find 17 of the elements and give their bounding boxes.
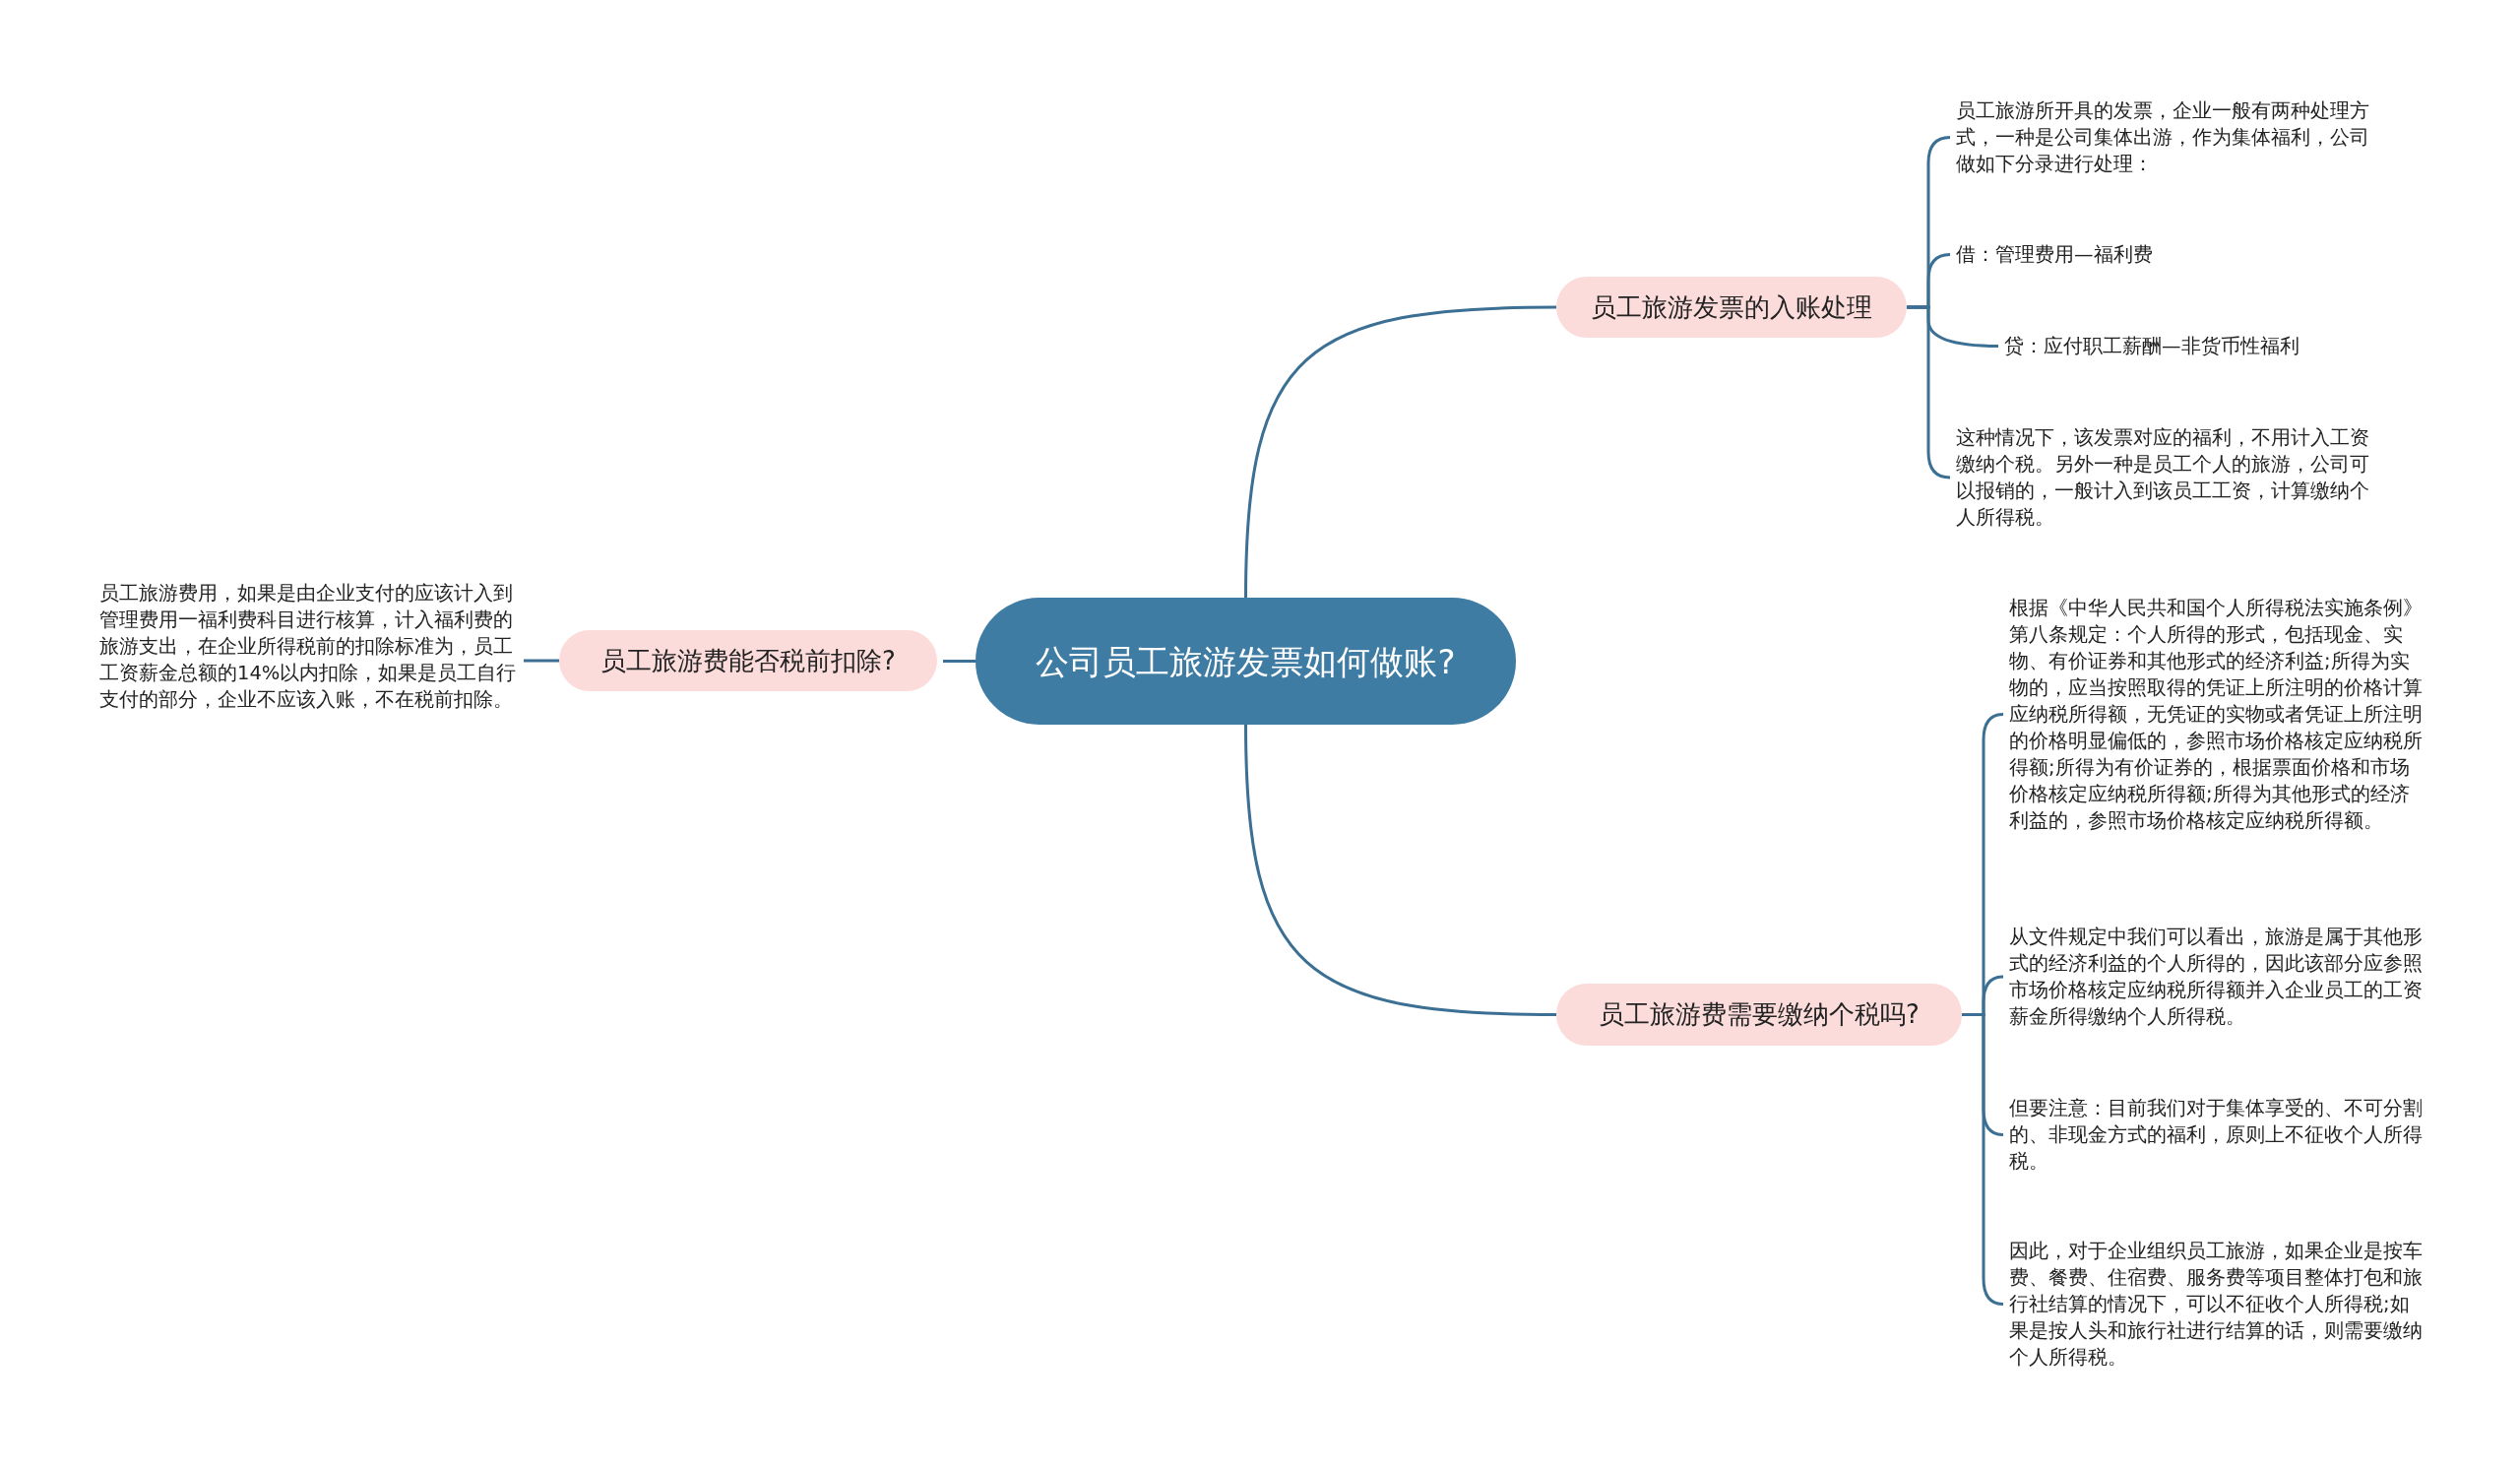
connector-line <box>1244 305 1557 599</box>
central-topic: 公司员工旅游发票如何做账? <box>976 598 1516 725</box>
topic-box: 员工旅游费能否税前扣除? <box>559 630 937 691</box>
note-text: 根据《中华人民共和国个人所得税法实施条例》第八条规定：个人所得的形式，包括现金、实物、有价证券和其他形式的经济利益;所得为实物的，应当按照取得的凭证上所注明的价格计算应纳税所得额，无凭证的实物或者凭证上所注明的价格明显偏低的，参照市场价格核定应纳税所得额;所得为有价证券的，根据票面价格和市场价格核定应纳税所得额;所得为其他形式的经济利益的，参照市场价格核定应纳税所得额。 <box>2009 595 2427 834</box>
topic-box: 员工旅游费需要缴纳个税吗? <box>1556 984 1962 1046</box>
note-text: 从文件规定中我们可以看出，旅游是属于其他形式的经济利益的个人所得的，因此该部分应参照市场价格核定应纳税所得额并入企业员工的工资薪金所得缴纳个人所得税。 <box>2009 924 2427 1030</box>
note-text: 但要注意：目前我们对于集体享受的、不可分割的、非现金方式的福利，原则上不征收个人所得税。 <box>2009 1095 2427 1175</box>
topic-box: 员工旅游发票的入账处理 <box>1556 277 1907 338</box>
connector-line <box>524 659 559 663</box>
connector-line <box>943 660 976 663</box>
note-text: 借：管理费用—福利费 <box>1956 241 2379 268</box>
note-text: 员工旅游费用，如果是由企业支付的应该计入到管理费用一福利费科目进行核算，计入福利费的旅游支出，在企业所得税前的扣除标准为，员工工资薪金总额的14%以内扣除，如果是员工自行支付的部分，企业不应该入账，不在税前扣除。 <box>99 580 518 713</box>
note-text: 这种情况下，该发票对应的福利，不用计入工资缴纳个税。另外一种是员工个人的旅游，公司可以报销的，一般计入到该员工工资，计算缴纳个人所得税。 <box>1956 424 2379 531</box>
note-text: 员工旅游所开具的发票，企业一般有两种处理方式，一种是公司集体出游，作为集体福利，公司做如下分录进行处理： <box>1956 97 2379 177</box>
connector-line <box>1244 724 1557 1016</box>
note-text: 贷：应付职工薪酬—非货币性福利 <box>2004 333 2398 359</box>
note-text: 因此，对于企业组织员工旅游，如果企业是按车费、餐费、住宿费、服务费等项目整体打包和旅行社结算的情况下，可以不征收个人所得税;如果是按人头和旅行社进行结算的话，则需要缴纳个人所得税。 <box>2009 1238 2427 1371</box>
